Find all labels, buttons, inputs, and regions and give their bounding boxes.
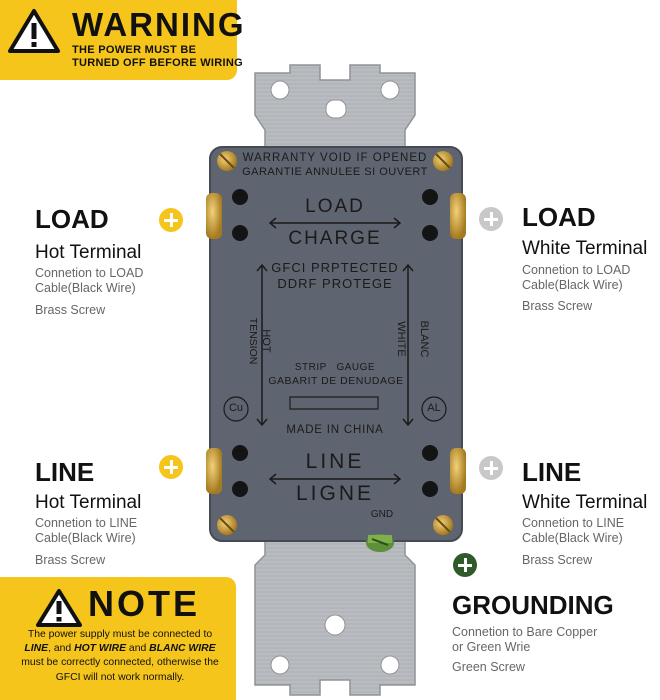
warning-title: WARNING bbox=[72, 6, 246, 43]
warning-line-1: THE POWER MUST BE bbox=[72, 44, 197, 56]
load-right-subtitle: White Terminal bbox=[522, 238, 648, 259]
note-mid-2: and bbox=[126, 643, 150, 655]
load-right-screw: Brass Screw bbox=[522, 299, 593, 313]
line-left-screw: Brass Screw bbox=[35, 553, 106, 567]
warranty-text-1: WARRANTY VOID IF OPENED bbox=[242, 152, 428, 164]
load-left-title: LOAD bbox=[35, 204, 109, 234]
line-right-screw: Brass Screw bbox=[522, 553, 593, 567]
load-right-desc-1: Connetion to LOAD bbox=[522, 263, 631, 277]
load-hot-plus-icon bbox=[159, 208, 183, 232]
note-warning-triangle-icon bbox=[36, 589, 82, 627]
line-right-desc-1: Connetion to LINE bbox=[522, 516, 625, 530]
device-protected-2: DDRF PROTEGE bbox=[277, 276, 393, 291]
load-left-desc-1: Connetion to LOAD bbox=[35, 266, 144, 280]
device-ligne-label: LIGNE bbox=[295, 482, 375, 505]
load-hot-terminal-screw bbox=[206, 193, 222, 239]
device-white-label: WHITE bbox=[395, 321, 407, 357]
note-line-1: The power supply must be connected to bbox=[27, 629, 213, 640]
direction-arrows bbox=[256, 217, 414, 485]
bottom-mounting-strap bbox=[254, 524, 416, 696]
grounding-desc-1: Connetion to Bare Copper bbox=[452, 625, 598, 639]
device-gabarit-label: GABARIT DE DENUDAGE bbox=[268, 375, 404, 387]
device-strip-label: STRIP GAUGE bbox=[294, 362, 376, 373]
line-left-desc-1: Connetion to LINE bbox=[35, 516, 138, 530]
green-ground-screw bbox=[366, 534, 394, 552]
gfci-outlet-diagram bbox=[206, 64, 466, 696]
line-left-desc-2: Cable(Black Wire) bbox=[35, 531, 136, 545]
note-em-hot-wire: HOT WIRE bbox=[74, 643, 127, 655]
device-load-label: LOAD bbox=[305, 196, 365, 217]
note-em-blanc-wire: BLANC WIRE bbox=[149, 643, 216, 655]
warning-triangle-icon bbox=[8, 9, 60, 53]
note-line-4: GFCI will not work normally. bbox=[55, 671, 185, 683]
grounding-title: GROUNDING bbox=[452, 590, 614, 620]
load-right-desc-2: Cable(Black Wire) bbox=[522, 278, 623, 292]
grounding-screw: Green Screw bbox=[452, 660, 525, 674]
device-line-label: LINE bbox=[305, 450, 365, 473]
device-gnd-label: GND bbox=[370, 509, 394, 520]
grounding-desc-2: or Green Wrie bbox=[452, 640, 531, 654]
device-blanc-label: BLANC bbox=[418, 320, 430, 358]
strip-gauge-box bbox=[289, 396, 379, 410]
note-em-line: LINE bbox=[24, 643, 49, 655]
load-white-plus-icon bbox=[479, 207, 503, 231]
line-white-plus-icon bbox=[479, 456, 503, 480]
device-charge-label: CHARGE bbox=[288, 228, 382, 249]
wire-holes bbox=[232, 189, 438, 497]
load-left-desc-2: Cable(Black Wire) bbox=[35, 281, 136, 295]
grounding-plus-icon bbox=[453, 553, 477, 577]
warranty-text-2: GARANTIE ANNULEE SI OUVERT bbox=[242, 166, 428, 178]
device-tension-label: TENSION bbox=[247, 317, 259, 365]
load-left-subtitle: Hot Terminal bbox=[35, 242, 142, 263]
device-al-label: AL bbox=[427, 402, 441, 414]
line-left-subtitle: Hot Terminal bbox=[35, 492, 142, 513]
note-mid-1: , and bbox=[48, 643, 75, 655]
line-right-subtitle: White Terminal bbox=[522, 492, 648, 513]
line-right-desc-2: Cable(Black Wire) bbox=[522, 531, 623, 545]
note-line-2: LINE, and HOT WIRE and BLANC WIRE bbox=[8, 642, 232, 656]
warning-line-2: TURNED OFF BEFORE WIRING bbox=[72, 57, 243, 69]
line-hot-terminal-screw bbox=[206, 448, 222, 494]
note-line-3: must be correctly connected, otherwise t… bbox=[21, 657, 219, 669]
device-hot-label: HOT bbox=[260, 329, 272, 353]
device-cu-label: Cu bbox=[228, 402, 244, 414]
line-left-title: LINE bbox=[35, 457, 95, 487]
note-banner bbox=[0, 577, 236, 700]
outlet-body bbox=[209, 146, 463, 542]
corner-screws bbox=[217, 151, 453, 535]
load-white-terminal-screw bbox=[450, 193, 466, 239]
line-white-terminal-screw bbox=[450, 448, 466, 494]
line-hot-plus-icon bbox=[159, 455, 183, 479]
note-text: The power supply must be connected to LI… bbox=[8, 628, 232, 685]
load-left-screw: Brass Screw bbox=[35, 303, 106, 317]
load-right-title: LOAD bbox=[522, 202, 596, 232]
device-protected-1: GFCI PRPTECTED bbox=[271, 260, 399, 275]
line-right-title: LINE bbox=[522, 457, 582, 487]
note-title: NOTE bbox=[88, 583, 201, 624]
device-made-in-label: MADE IN CHINA bbox=[286, 424, 384, 436]
